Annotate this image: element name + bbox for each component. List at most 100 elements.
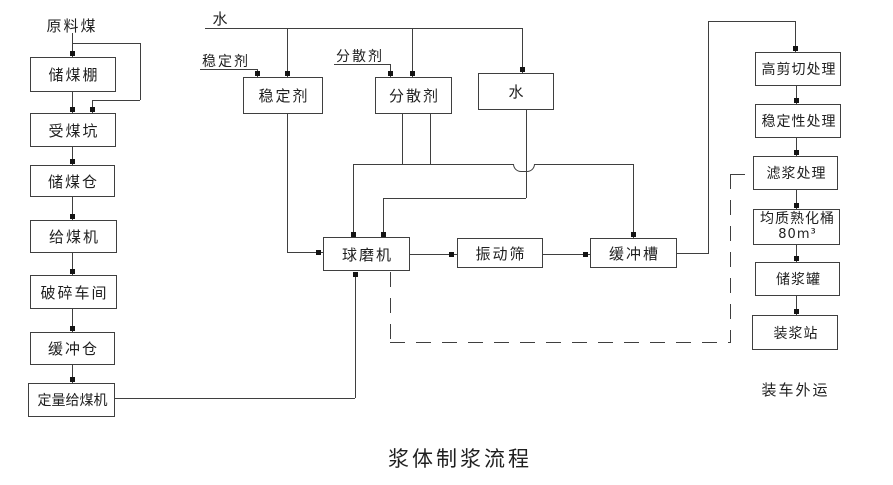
node-vibrating-screen: 振动筛 <box>457 238 543 268</box>
connector-coalfeeder-crushing <box>72 253 73 275</box>
node-homogenizing-tank: 均质熟化桶 80m³ <box>753 209 840 245</box>
connector-distribution-into-buffertank <box>633 164 634 238</box>
connector-buffertank-out <box>677 253 708 254</box>
arrow-into-dispersant-left <box>388 71 393 76</box>
arrow-into-coalbunker <box>70 159 75 164</box>
connector-distribution-right <box>535 164 633 165</box>
water-feed-label: 水 <box>212 10 230 28</box>
connector-distribution-into-ballmill <box>353 164 354 238</box>
arrow-into-filtering <box>794 150 799 155</box>
arrow-into-stability <box>794 98 799 103</box>
arrow-into-buffertank-top <box>631 232 636 237</box>
node-slurry-storage-tank: 储浆罐 <box>755 262 840 296</box>
node-loading-station: 装浆站 <box>752 315 838 350</box>
dashed-recycle-down <box>730 174 731 342</box>
raw-coal-label: 原料煤 <box>46 17 98 35</box>
connector-top-horizontal <box>708 21 795 22</box>
node-water: 水 <box>478 73 554 110</box>
connector-rawcoal-to-coalshed <box>72 33 73 57</box>
homogenizing-tank-name: 均质熟化桶 <box>760 211 835 228</box>
connector-highshear-stability <box>796 86 797 104</box>
arrow-into-bufferbunker <box>70 326 75 331</box>
connector-ballmill-screen <box>410 254 457 255</box>
connector-waterbox-down <box>526 110 527 198</box>
connector-water-to-stabilizer <box>287 28 288 77</box>
connector-water-to-waterbox <box>522 28 523 73</box>
arrow-into-coalpit-main <box>70 107 75 112</box>
connector-dispersantfeed-drop <box>390 64 391 77</box>
arrow-into-screen <box>449 252 454 257</box>
line-hop-arc <box>513 164 535 172</box>
node-stabilizer: 稳定剂 <box>243 77 323 114</box>
node-weigh-feeder: 定量给煤机 <box>28 383 115 417</box>
node-high-shear: 高剪切处理 <box>755 52 841 86</box>
connector-bufferbunker-weighfeeder <box>72 365 73 383</box>
connector-dispersantfeed-underline <box>334 64 390 65</box>
arrow-into-ballmill-top-right <box>381 232 386 237</box>
connector-water-header <box>205 28 522 29</box>
arrow-into-loading <box>794 309 799 314</box>
connector-filtering-homogenizing <box>796 190 797 209</box>
truck-out-label: 装车外运 <box>761 381 830 399</box>
connector-weighfeeder-into-ballmill <box>355 272 356 398</box>
arrow-into-homogenizing <box>794 203 799 208</box>
node-crushing-shop: 破碎车间 <box>30 275 117 309</box>
connector-crushing-bufferbunker <box>72 309 73 332</box>
connector-water-to-dispersant <box>412 28 413 77</box>
node-buffer-bunker: 缓冲仓 <box>30 332 115 365</box>
connector-homogenizing-storage <box>796 245 797 262</box>
diagram-title: 浆体制浆流程 <box>388 447 532 471</box>
node-buffer-tank: 缓冲槽 <box>590 238 677 268</box>
dispersant-feed-label: 分散剂 <box>336 49 384 65</box>
arrow-into-buffertank-left <box>583 252 588 257</box>
dashed-recycle-into-ballmill <box>390 272 391 342</box>
connector-storage-loading <box>796 296 797 315</box>
connector-stability-filtering <box>796 138 797 156</box>
dashed-recycle-from-filtering <box>730 174 753 175</box>
arrow-into-weighfeeder <box>70 377 75 382</box>
connector-coalpit-coalbunker <box>72 147 73 165</box>
connector-screen-buffertank <box>543 254 590 255</box>
node-ball-mill: 球磨机 <box>323 237 410 271</box>
connector-into-highshear <box>795 21 796 52</box>
arrow-into-stabilizer-left <box>255 71 260 76</box>
connector-distribution-left <box>353 164 513 165</box>
connector-coalbunker-coalfeeder <box>72 197 73 220</box>
arrow-into-ballmill-top-left <box>351 232 356 237</box>
connector-bypass-top <box>72 43 140 44</box>
node-stability-treatment: 稳定性处理 <box>755 104 841 138</box>
connector-dispersant-down-right <box>430 114 431 164</box>
arrow-into-coalfeeder <box>70 214 75 219</box>
node-dispersant: 分散剂 <box>375 77 452 114</box>
connector-coalshed-coalpit <box>72 92 73 113</box>
arrow-into-coalshed <box>70 51 75 56</box>
arrow-into-dispersant-water <box>410 71 415 76</box>
arrow-into-coalpit-bypass <box>90 107 95 112</box>
node-slurry-filtering: 滤浆处理 <box>753 156 838 190</box>
connector-stabilizerfeed-underline <box>200 69 257 70</box>
connector-stabilizer-into-ballmill <box>287 252 323 253</box>
stabilizer-feed-label: 稳定剂 <box>202 54 250 70</box>
arrow-into-ballmill-bottom <box>353 272 358 277</box>
connector-waterbox-horizontal <box>383 198 526 199</box>
node-coal-bunker: 储煤仓 <box>30 165 115 197</box>
arrow-into-highshear <box>793 46 798 51</box>
node-coal-feeder: 给煤机 <box>30 220 117 253</box>
arrow-into-ballmill-left <box>316 250 321 255</box>
node-coal-pit: 受煤坑 <box>30 113 116 147</box>
node-coal-shed: 储煤棚 <box>30 57 116 92</box>
homogenizing-tank-volume: 80m³ <box>778 226 817 242</box>
connector-bypass-bottom <box>92 100 140 101</box>
arrow-into-waterbox <box>520 67 525 72</box>
dashed-recycle-horizontal <box>390 342 731 343</box>
connector-bypass-right <box>140 43 141 100</box>
connector-dispersant-down-left <box>402 114 403 164</box>
connector-waterbox-into-ballmill <box>383 198 384 238</box>
connector-stabilizer-down <box>287 114 288 252</box>
connector-bypass-into-coalpit <box>92 100 93 113</box>
arrow-into-stabilizer-water <box>285 71 290 76</box>
connector-weighfeeder-horizontal <box>115 398 355 399</box>
arrow-into-crushing <box>70 269 75 274</box>
connector-riser-to-top <box>708 21 709 254</box>
